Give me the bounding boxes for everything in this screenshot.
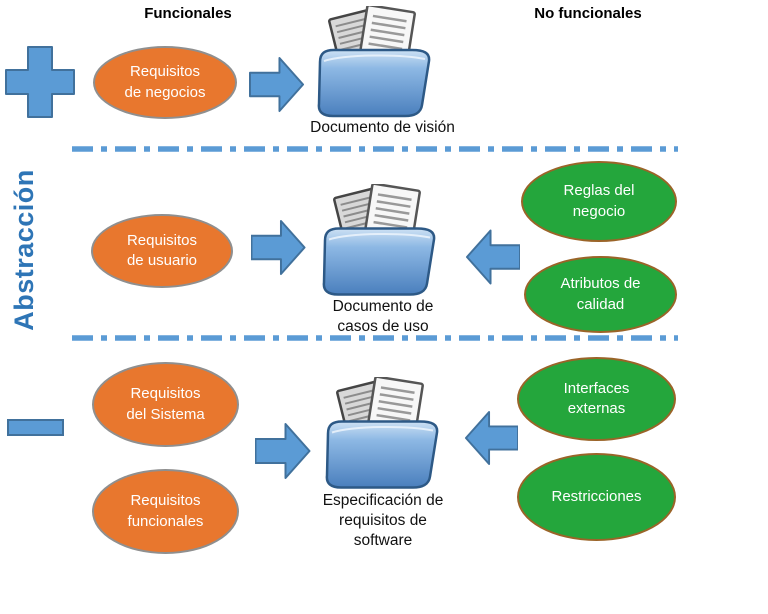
ellipse-label-line: Reglas del <box>563 182 635 200</box>
caption-line: casos de uso <box>337 317 429 335</box>
ellipse-atributos-de-calidad: Atributos de calidad <box>524 256 677 333</box>
arrow-right-icon <box>251 219 306 276</box>
ellipse-label-line: externas <box>567 400 626 417</box>
arrow-left-icon <box>464 411 518 465</box>
ellipse-requisitos-de-usuario: Requisitos de usuario <box>91 214 233 288</box>
document-caption-casos-de-uso: Documento de casos de uso <box>303 297 463 337</box>
ellipse-label-line: Atributos de <box>560 275 641 293</box>
document-caption-especificacion: Especificación de requisitos de software <box>303 491 463 550</box>
ellipse-requisitos-funcionales: Requisitos funcionales <box>92 469 239 554</box>
ellipse-restricciones: Restricciones <box>517 453 676 541</box>
ellipse-label-line: Requisitos <box>130 492 201 510</box>
caption-line: requisitos de <box>339 511 427 529</box>
minus-icon <box>7 419 64 436</box>
arrow-left-icon <box>465 229 520 285</box>
document-folder-icon <box>317 182 441 297</box>
caption-line: Documento de visión <box>310 119 455 136</box>
document-folder-icon <box>320 375 444 490</box>
abstraction-axis-label: Abstracción <box>9 169 39 331</box>
ellipse-label-line: Requisitos <box>130 385 201 403</box>
arrow-right-icon <box>255 423 311 479</box>
caption-line: Especificación de <box>322 492 444 509</box>
ellipse-interfaces-externas: Interfaces externas <box>517 357 676 441</box>
column-header-functional: Funcionales <box>144 5 232 22</box>
ellipse-label-line: funcionales <box>127 512 204 530</box>
ellipse-label-line: de negocios <box>124 83 206 101</box>
ellipse-label-line: de usuario <box>126 252 198 269</box>
ellipse-label-line: negocio <box>572 202 626 220</box>
ellipse-reglas-del-negocio: Reglas del negocio <box>521 161 677 242</box>
document-folder-icon <box>312 4 436 118</box>
ellipse-label-line: Requisitos <box>126 231 198 249</box>
caption-line: software <box>353 531 413 549</box>
column-header-non-functional: No funcionales <box>534 5 642 22</box>
ellipse-label-line: Interfaces <box>563 379 630 397</box>
row-separator-line <box>72 335 678 341</box>
ellipse-requisitos-del-sistema: Requisitos del Sistema <box>92 362 239 447</box>
arrow-right-icon <box>249 56 305 113</box>
ellipse-requisitos-de-negocios: Requisitos de negocios <box>93 46 237 119</box>
plus-icon <box>5 46 75 118</box>
row-separator-line <box>72 146 678 152</box>
ellipse-label-line: Requisitos <box>129 63 201 81</box>
ellipse-label-line: del Sistema <box>126 405 205 423</box>
ellipse-label-line: calidad <box>576 295 625 313</box>
ellipse-label-line: Restricciones <box>551 487 642 505</box>
document-caption-vision: Documento de visión <box>295 118 470 138</box>
caption-line: Documento de <box>332 298 434 315</box>
